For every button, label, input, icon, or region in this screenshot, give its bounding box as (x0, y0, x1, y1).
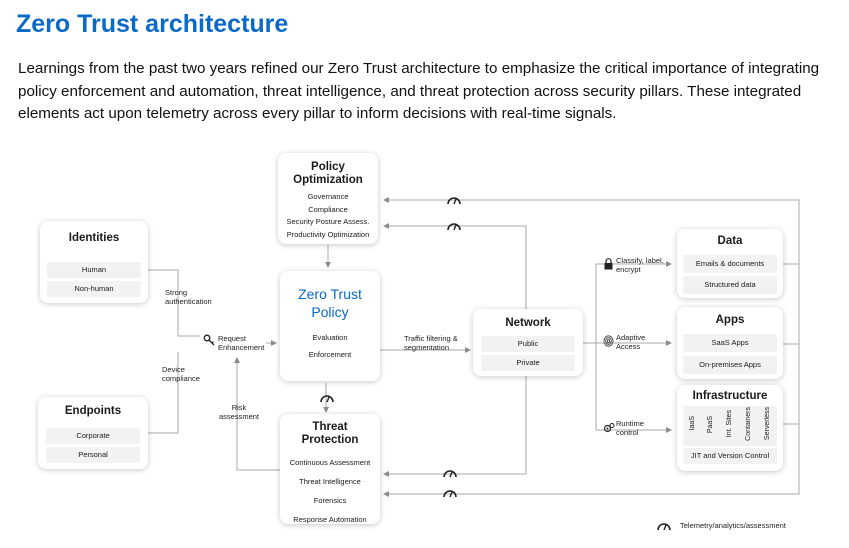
infrastructure-box: Infrastructure IaaS PaaS Int. Sites Cont… (677, 385, 783, 471)
infra-jit: JIT and Version Control (683, 448, 777, 464)
tp-item-response: Response Automation (293, 515, 367, 524)
label-traffic-filtering-text: Traffic filtering & segmentation (404, 334, 458, 352)
data-box: Data Emails & documents Structured data (677, 229, 783, 298)
identities-title: Identities (68, 232, 120, 244)
label-adaptive-text: Adaptive Access (616, 333, 646, 351)
infrastructure-types: IaaS PaaS Int. Sites Containers Serverle… (683, 406, 777, 446)
policy-item-compliance: Compliance (308, 204, 348, 214)
label-risk-assessment: Risk assessment (217, 403, 261, 421)
telemetry-gauge-icon (443, 470, 457, 478)
telemetry-gauge-icon (320, 395, 334, 403)
label-traffic-filtering: Traffic filtering & segmentation (404, 334, 464, 352)
label-classify-text: Classify, label, encrypt (616, 256, 664, 274)
infra-serverless: Serverless (764, 407, 771, 441)
policy-item-productivity: Productivity Optimization (286, 229, 370, 239)
infra-int-sites: Int. Sites (726, 410, 733, 438)
infra-paas: PaaS (707, 416, 714, 434)
key-icon (203, 334, 215, 346)
app-onprem: On-premises Apps (683, 356, 777, 374)
endpoints-title: Endpoints (64, 405, 122, 417)
zt-item-evaluation: Evaluation (312, 333, 348, 342)
telemetry-gauge-icon (447, 223, 461, 231)
endpoint-corporate: Corporate (46, 428, 140, 444)
telemetry-gauge-icon (657, 523, 671, 531)
identity-non-human: Non-human (47, 281, 141, 297)
app-saas: SaaS Apps (683, 334, 777, 352)
zero-trust-policy-box: Zero Trust Policy Evaluation Enforcement (280, 271, 380, 381)
network-public: Public (481, 336, 575, 352)
policy-optimization-title: Policy Optimization (293, 161, 363, 186)
threat-protection-title: Threat Protection (301, 421, 359, 446)
telemetry-gauge-icon (443, 490, 457, 498)
identities-box: Identities Human Non-human (40, 221, 148, 303)
gear-icon (603, 423, 615, 433)
apps-box: Apps SaaS Apps On-premises Apps (677, 307, 783, 379)
infra-iaas: IaaS (689, 416, 696, 431)
policy-item-posture: Security Posture Assess. (286, 217, 370, 226)
endpoints-box: Endpoints Corporate Personal (38, 397, 148, 469)
policy-optimization-box: Policy Optimization Governance Complianc… (278, 153, 378, 244)
label-request-enhancement-text: Request Enhancement (218, 334, 265, 352)
threat-protection-box: Threat Protection Continuous Assessment … (280, 414, 380, 524)
lock-icon (604, 258, 613, 270)
telemetry-gauge-icon (447, 197, 461, 205)
page-title: Zero Trust architecture (16, 10, 289, 38)
endpoint-personal: Personal (46, 447, 140, 463)
infrastructure-title: Infrastructure (692, 390, 768, 402)
data-structured: Structured data (683, 276, 777, 294)
zero-trust-policy-title: Zero Trust Policy (298, 286, 362, 320)
network-title: Network (505, 317, 551, 329)
network-box: Network Public Private (473, 309, 583, 376)
label-risk-assessment-text: Risk assessment (218, 403, 260, 421)
apps-title: Apps (715, 314, 745, 326)
tp-item-intelligence: Threat Intelligence (299, 477, 361, 486)
label-runtime: Runtime control (616, 419, 650, 437)
data-title: Data (717, 235, 743, 247)
tp-item-continuous: Continuous Assessment (289, 458, 371, 467)
label-device-compliance: Device compliance (162, 365, 204, 383)
zt-item-enforcement: Enforcement (308, 350, 352, 359)
label-adaptive: Adaptive Access (616, 333, 650, 351)
label-classify: Classify, label, encrypt (616, 256, 668, 274)
data-emails: Emails & documents (683, 255, 777, 273)
intro-paragraph: Learnings from the past two years refine… (18, 60, 820, 122)
policy-item-governance: Governance (307, 192, 349, 201)
label-request-enhancement: Request Enhancement (218, 334, 270, 352)
label-runtime-text: Runtime control (616, 419, 644, 437)
label-strong-auth: Strong authentication (165, 288, 215, 306)
network-private: Private (481, 355, 575, 371)
label-device-compliance-text: Device compliance (162, 365, 200, 383)
tp-item-forensics: Forensics (313, 496, 347, 505)
identity-human: Human (47, 262, 141, 278)
label-strong-auth-text: Strong authentication (165, 288, 212, 306)
fingerprint-icon (603, 335, 614, 347)
legend-telemetry-label: Telemetry/analytics/assessment (680, 521, 786, 530)
infra-containers: Containers (745, 407, 752, 441)
